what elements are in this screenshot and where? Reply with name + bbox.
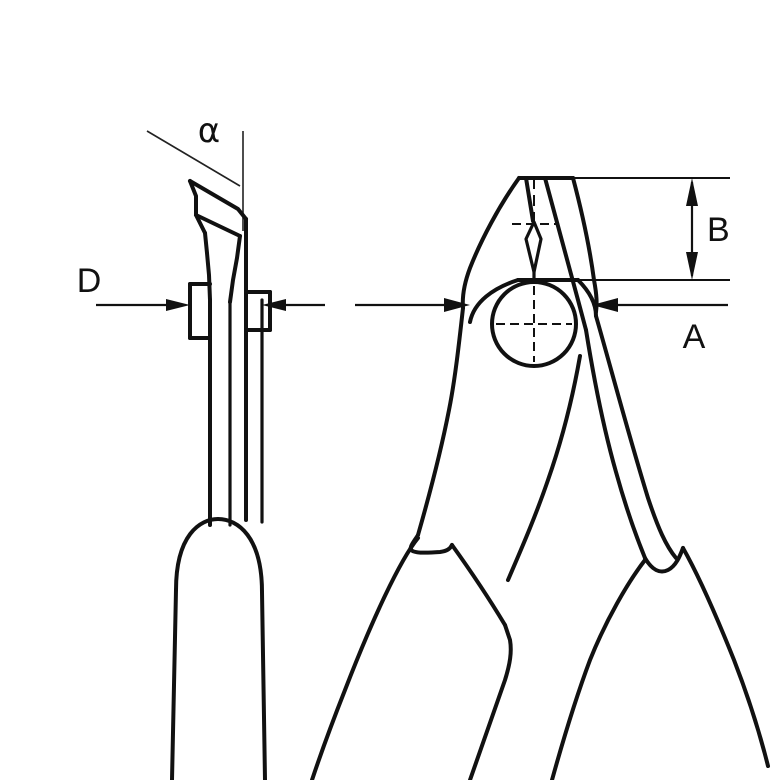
handle-dome-top (174, 517, 264, 594)
left-handle-inner-upper (416, 306, 465, 537)
right-handle-outer-upper (594, 314, 678, 560)
left-handle-inner-bend (450, 543, 507, 627)
right-handle-inner-upper (584, 328, 647, 560)
joint-right-transition-arc (576, 278, 598, 318)
left-inner-jaw-face (524, 176, 535, 223)
jaw-tip-bevel-edge (188, 179, 248, 221)
dimension-b-group: B (545, 177, 730, 281)
joint-boss-circle (490, 280, 578, 368)
front-view-group (310, 176, 770, 780)
jaw-tip-front-edge (188, 179, 207, 235)
left-handle-inner-lower (468, 623, 513, 780)
dimension-b-bottom-arrow (686, 252, 698, 280)
dimension-d-group: D (77, 262, 325, 311)
handle-left-edge (170, 588, 178, 780)
left-jaw-outer-contour (460, 176, 521, 310)
dimension-d-right-arrow (262, 299, 286, 311)
dimension-a-right-arrow (592, 298, 618, 312)
dimension-label-b: B (707, 211, 730, 249)
side-view-group: α (146, 111, 272, 780)
joint-left-transition-arc (468, 278, 520, 324)
jaw-body-left-contour (203, 231, 212, 302)
right-handle-cross-strap (506, 354, 582, 582)
jaw-tip-inner-bevel (194, 213, 242, 238)
dimension-label-d: D (77, 262, 102, 300)
right-jaw-outer-contour (571, 176, 599, 314)
right-handle-outer-edge (681, 546, 770, 768)
right-handle-inner-lower (550, 558, 647, 780)
dimension-d-left-arrow (166, 299, 190, 311)
alpha-leader-line (146, 130, 241, 187)
left-handle-outer-edge (310, 536, 420, 780)
handle-right-edge (260, 590, 267, 780)
dimension-a-group: A (355, 298, 728, 356)
cutting-edge-lens (524, 220, 543, 274)
jaw-body-inner-contour (228, 234, 242, 304)
dimension-label-alpha: α (198, 111, 220, 151)
dimension-label-a: A (683, 318, 706, 356)
right-handle-shoulder (643, 546, 685, 574)
dimension-b-top-arrow (686, 178, 698, 206)
right-inner-jaw-face (543, 176, 588, 332)
dimension-a-left-arrow (444, 298, 470, 312)
